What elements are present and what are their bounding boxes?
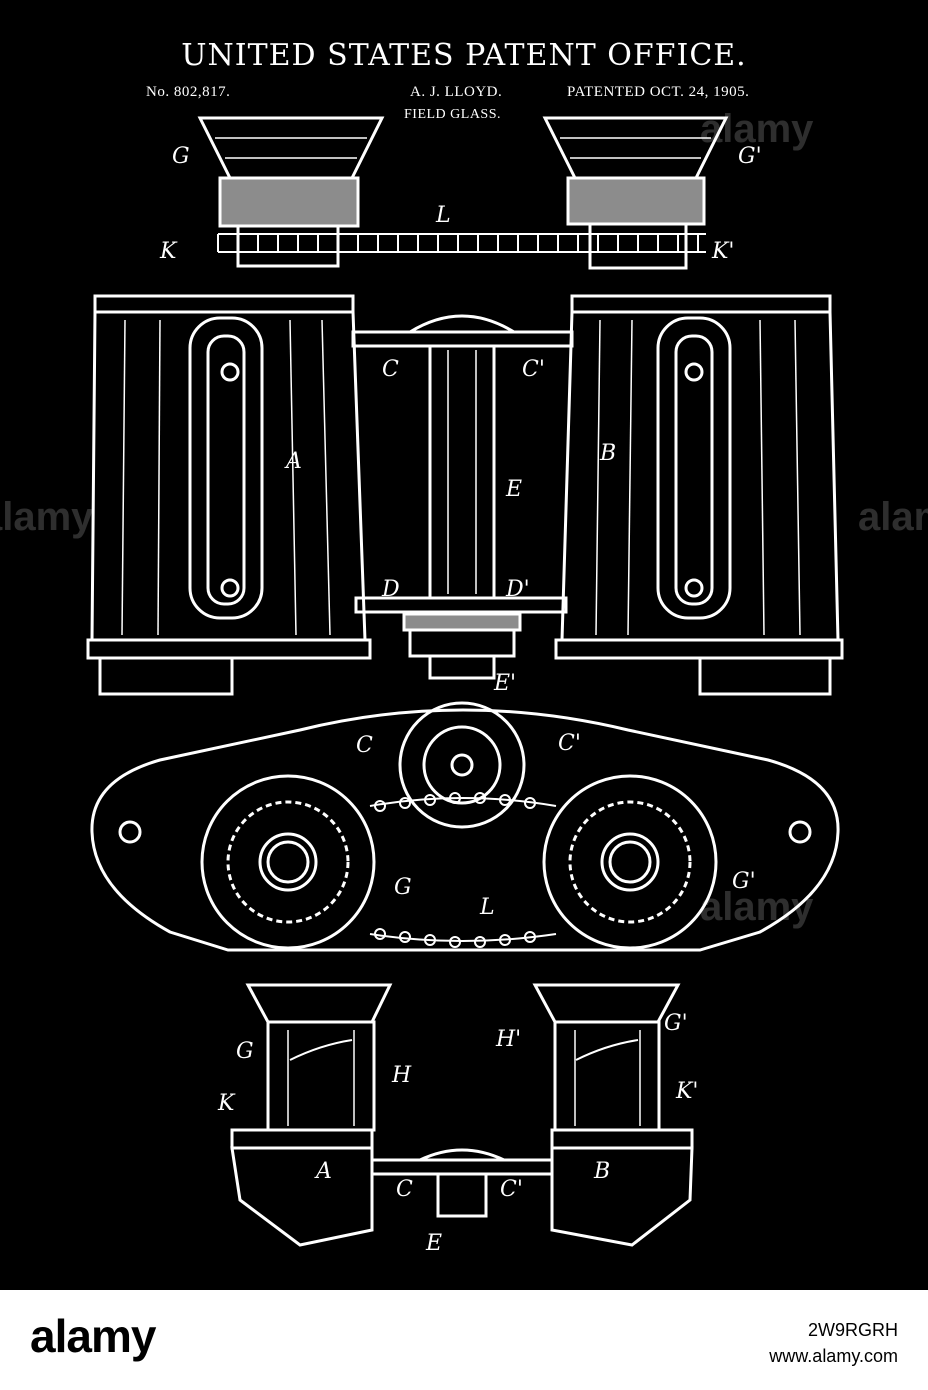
left-screw-bottom — [222, 580, 238, 596]
chain-top-view — [370, 793, 556, 947]
watermark-text: alamy — [858, 495, 928, 539]
label-fig2-g: G — [394, 875, 412, 900]
watermark-text: alamy — [700, 107, 814, 151]
label-fig1-k-prime: K' — [711, 239, 734, 264]
bridge-hub — [410, 316, 514, 332]
label-fig1-l: L — [435, 203, 451, 228]
left-body-section-a — [232, 1148, 372, 1245]
left-objective-cap — [100, 658, 232, 694]
left-barrel-top-rim — [95, 296, 353, 312]
section-bridge-c — [372, 1160, 552, 1174]
label-fig2-l: L — [479, 895, 495, 920]
label-fig3-h-prime: H' — [495, 1027, 521, 1052]
label-fig3-h: H — [391, 1063, 412, 1088]
figure-3-section-view — [232, 985, 692, 1245]
label-fig2-c-prime: C' — [558, 731, 581, 756]
right-barrel-top-rim — [572, 296, 830, 312]
watermark-text: alamy — [700, 885, 814, 929]
left-barrel-a — [92, 312, 365, 640]
focus-tube-e — [430, 346, 494, 598]
label-fig3-a: A — [314, 1159, 332, 1184]
left-focus-ring — [220, 178, 358, 226]
upper-bridge-c — [353, 332, 572, 346]
right-screw-top — [686, 364, 702, 380]
right-body-section-b — [552, 1148, 692, 1245]
label-fig1-c-prime: C' — [522, 357, 545, 382]
label-fig2-c: C — [356, 733, 373, 758]
chain-l — [218, 234, 706, 252]
left-eyepiece-tube — [238, 226, 338, 266]
patent-drawing: G G' L K K' A B C C' E D D' E' C C' G G'… — [0, 0, 928, 1290]
right-body-top — [552, 1130, 692, 1148]
left-tube-section — [268, 1022, 374, 1130]
label-fig1-g: G — [172, 144, 190, 169]
label-fig3-c: C — [396, 1177, 413, 1202]
left-screw-top — [222, 364, 238, 380]
figure-1-front-view — [88, 118, 842, 694]
focus-wheel-e-prime — [404, 614, 520, 630]
label-fig1-b: B — [599, 441, 616, 466]
left-body-top — [232, 1130, 372, 1148]
label-fig1-k: K — [159, 239, 178, 264]
label-fig1-c: C — [382, 357, 399, 382]
label-fig1-e-prime: E' — [493, 671, 516, 696]
label-fig3-b: B — [593, 1159, 610, 1184]
right-tube-section — [555, 1022, 659, 1130]
left-barrel-bottom-rim — [88, 640, 370, 658]
label-fig1-a: A — [284, 449, 302, 474]
right-barrel-bottom-rim — [556, 640, 842, 658]
right-eyecup-section — [535, 985, 678, 1022]
center-hub — [400, 703, 524, 827]
label-fig3-k: K — [217, 1091, 236, 1116]
left-eyecup — [200, 118, 382, 178]
right-objective-cap — [700, 658, 830, 694]
label-fig1-d-prime: D' — [505, 577, 530, 602]
right-eyecup — [545, 118, 726, 178]
label-fig1-d: D — [381, 577, 400, 602]
label-fig3-k-prime: K' — [675, 1079, 698, 1104]
label-fig1-e: E — [505, 477, 522, 502]
watermarks: alamy alamy alamy alamy — [0, 107, 928, 929]
left-strap-loop — [190, 318, 262, 618]
left-plate-screw — [120, 822, 140, 842]
label-fig3-c-prime: C' — [500, 1177, 523, 1202]
brand-logo: alamy — [30, 1309, 155, 1363]
site-url: www.alamy.com — [769, 1346, 898, 1367]
label-fig3-e: E — [425, 1231, 442, 1256]
watermark-text: alamy — [0, 495, 94, 539]
left-eyecup-section — [248, 985, 390, 1022]
right-focus-ring — [568, 178, 704, 224]
label-fig3-g-prime: G' — [664, 1011, 688, 1036]
right-plate-screw — [790, 822, 810, 842]
right-screw-bottom — [686, 580, 702, 596]
label-fig3-g: G — [236, 1039, 254, 1064]
section-focus-tube-e — [438, 1174, 486, 1216]
image-id: 2W9RGRH — [808, 1320, 898, 1341]
